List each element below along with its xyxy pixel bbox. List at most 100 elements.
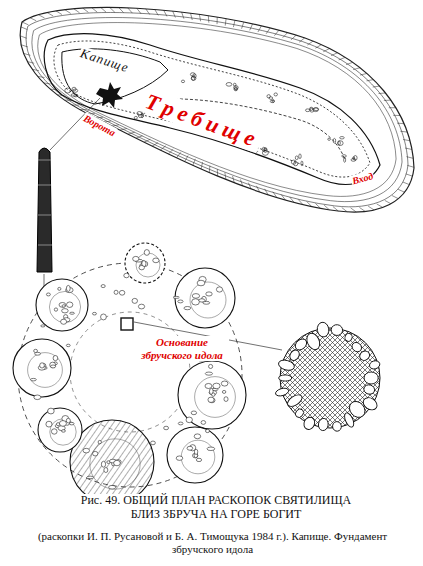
slope-tick bbox=[378, 92, 385, 94]
slope-tick bbox=[360, 73, 367, 75]
stone bbox=[318, 418, 329, 431]
slope-tick bbox=[242, 22, 244, 29]
stone bbox=[316, 322, 329, 338]
stone bbox=[124, 273, 129, 277]
slope-tick bbox=[346, 62, 353, 64]
stone bbox=[48, 408, 55, 414]
stone bbox=[98, 440, 101, 443]
stone bbox=[56, 423, 59, 426]
area-label: Требище bbox=[141, 88, 264, 153]
slope-tick bbox=[136, 136, 143, 139]
pit bbox=[167, 427, 223, 483]
contour-line bbox=[20, 7, 414, 212]
slope-tick bbox=[120, 129, 127, 131]
stone bbox=[358, 349, 371, 362]
slope-tick bbox=[403, 140, 410, 141]
slope-tick bbox=[72, 105, 79, 106]
slope-tick bbox=[22, 22, 28, 25]
slope-tick bbox=[225, 173, 226, 180]
slope-tick bbox=[47, 13, 53, 16]
plan-stroke bbox=[38, 245, 52, 246]
stone bbox=[70, 312, 75, 314]
contour-line bbox=[32, 18, 402, 202]
slope-tick bbox=[307, 202, 312, 207]
stone bbox=[274, 93, 277, 96]
stone bbox=[294, 407, 305, 419]
slope-tick bbox=[128, 132, 135, 134]
contour-line bbox=[26, 12, 408, 206]
stone bbox=[61, 319, 67, 324]
slope-tick bbox=[176, 152, 180, 158]
stone bbox=[93, 451, 98, 456]
stone bbox=[62, 305, 65, 307]
slope-tick bbox=[359, 207, 365, 211]
area-label: Ворота bbox=[81, 112, 119, 139]
stone bbox=[101, 314, 107, 320]
stone bbox=[314, 108, 319, 111]
slope-tick bbox=[384, 100, 391, 101]
stone bbox=[50, 362, 56, 368]
stone bbox=[222, 390, 225, 393]
zbruch-idol-figure bbox=[37, 148, 52, 272]
slope-tick bbox=[315, 45, 321, 49]
stone bbox=[279, 375, 292, 381]
slope-tick bbox=[367, 80, 374, 81]
plan-stroke bbox=[44, 34, 380, 185]
plan-stroke bbox=[275, 322, 381, 432]
stone bbox=[328, 138, 331, 140]
stone bbox=[138, 304, 144, 309]
idol-foundation bbox=[121, 318, 133, 330]
slope-tick bbox=[233, 176, 235, 183]
stone bbox=[194, 449, 197, 454]
stone bbox=[310, 108, 314, 112]
stone bbox=[34, 349, 38, 352]
slope-tick bbox=[393, 115, 400, 116]
stone bbox=[67, 302, 73, 307]
slope-tick bbox=[323, 49, 329, 52]
stone bbox=[69, 422, 74, 425]
slope-tick bbox=[240, 179, 242, 186]
stone bbox=[264, 149, 267, 153]
stone bbox=[209, 364, 213, 368]
stone bbox=[62, 309, 69, 313]
stone bbox=[194, 434, 201, 439]
stone bbox=[139, 265, 144, 269]
stone bbox=[51, 365, 56, 368]
stone bbox=[190, 73, 195, 76]
stone bbox=[354, 156, 357, 161]
slope-tick bbox=[146, 9, 150, 15]
slope-tick bbox=[217, 17, 218, 24]
stone bbox=[181, 80, 184, 83]
slope-tick bbox=[406, 174, 413, 176]
stone bbox=[301, 161, 303, 166]
stone bbox=[114, 460, 121, 465]
pit-inner bbox=[181, 440, 215, 474]
slope-tick bbox=[250, 24, 253, 30]
stone bbox=[109, 485, 116, 489]
stone bbox=[286, 393, 304, 409]
slope-tick bbox=[144, 139, 150, 142]
stone bbox=[191, 411, 196, 415]
stone bbox=[209, 398, 215, 403]
stone bbox=[59, 421, 66, 427]
stone bbox=[51, 429, 57, 434]
slope-tick bbox=[258, 26, 261, 32]
stone bbox=[46, 293, 50, 296]
slope-tick bbox=[407, 165, 414, 167]
stone bbox=[151, 441, 156, 445]
slope-tick bbox=[368, 206, 374, 210]
stone bbox=[226, 83, 232, 87]
stone bbox=[310, 107, 313, 110]
stone bbox=[92, 312, 96, 315]
stone bbox=[275, 387, 290, 398]
slope-tick bbox=[389, 107, 396, 108]
stone bbox=[101, 461, 105, 467]
stone bbox=[34, 395, 41, 400]
stone bbox=[40, 363, 45, 368]
slope-tick bbox=[299, 38, 305, 42]
slope-tick bbox=[405, 148, 412, 149]
stone bbox=[207, 447, 215, 451]
stone bbox=[144, 250, 149, 256]
pit bbox=[36, 279, 88, 331]
